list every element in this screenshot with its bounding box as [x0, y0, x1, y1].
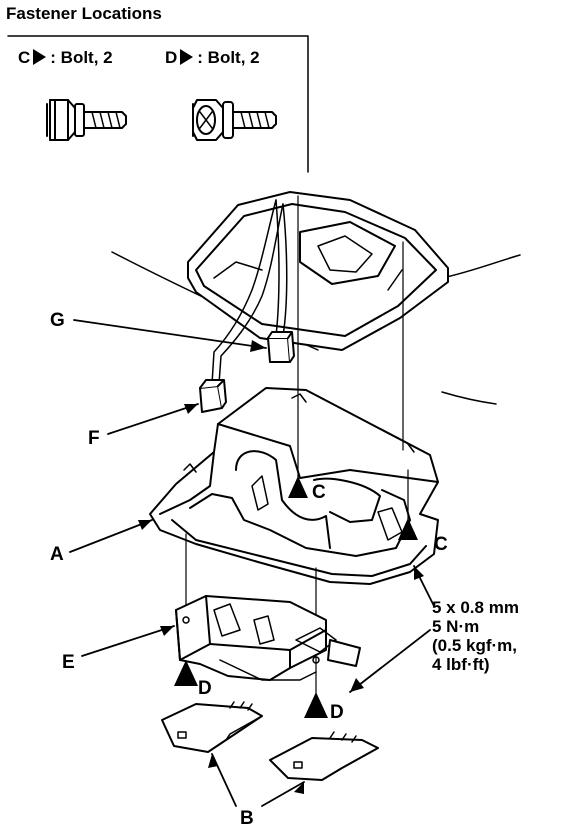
callout-c-1: C	[312, 482, 326, 503]
map-light-housing	[187, 191, 449, 351]
wire-harness	[211, 199, 288, 385]
callout-d-1: D	[198, 678, 212, 699]
fastener-box-frame	[7, 35, 309, 173]
fastener-c-desc: : Bolt, 2	[50, 48, 113, 67]
fastener-c-label: C : Bolt, 2	[18, 48, 113, 68]
cover-b-right	[269, 731, 379, 781]
callout-c-2: C	[434, 534, 448, 555]
cover-b-left	[161, 701, 263, 753]
spec-line-3: (0.5 kgf·m,	[432, 636, 518, 655]
arrowheads	[138, 340, 424, 794]
marker-c1-triangle-icon	[288, 476, 308, 498]
marker-c2-triangle-icon	[398, 518, 418, 540]
diagram-title: Fastener Locations	[6, 4, 162, 23]
callout-b: B	[240, 808, 254, 829]
marker-d1-triangle-icon	[174, 660, 198, 686]
fastener-d-triangle-icon	[180, 49, 194, 65]
fastener-d-letter: D	[165, 48, 178, 67]
fastener-markers	[174, 476, 418, 718]
torque-spec: 5 x 0.8 mm 5 N·m (0.5 kgf·m, 4 lbf·ft)	[432, 598, 519, 674]
spec-line-1: 5 x 0.8 mm	[432, 598, 519, 617]
callout-a: A	[50, 544, 64, 565]
callout-e: E	[62, 652, 75, 673]
marker-d2-triangle-icon	[304, 692, 328, 718]
spec-line-4: 4 lbf·ft)	[432, 655, 490, 674]
callout-d-2: D	[330, 702, 344, 723]
fastener-c-triangle-icon	[33, 49, 47, 65]
bolt-c-icon	[46, 99, 127, 141]
bracket-e	[175, 595, 361, 681]
connector-g-icon	[267, 331, 295, 363]
callout-f: F	[88, 428, 100, 449]
callout-g: G	[50, 310, 65, 331]
fastener-d-desc: : Bolt, 2	[197, 48, 260, 67]
spec-line-2: 5 N·m	[432, 617, 480, 636]
fastener-c-letter: C	[18, 48, 31, 67]
bolt-d-icon	[192, 99, 277, 141]
fastener-d-label: D : Bolt, 2	[165, 48, 260, 68]
connector-f-icon	[199, 379, 227, 413]
